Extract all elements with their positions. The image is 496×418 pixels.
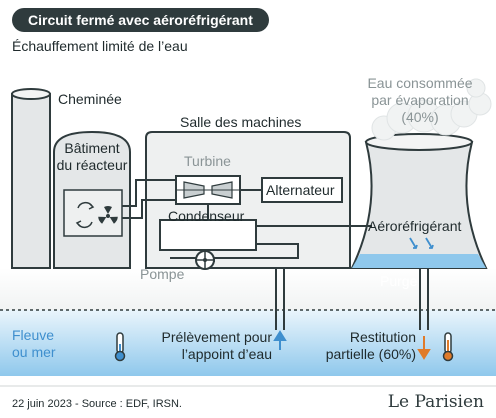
subtitle: Échauffement limité de l’eau [12,38,188,54]
ground [0,268,496,310]
pump-icon [195,250,215,270]
cooling-tower-label: Aéroréfrigérant [368,218,462,234]
thermometer-icon [442,332,454,362]
return-label-line1: Restitution [349,329,416,345]
steam-pipes [122,179,176,219]
reactor-building [53,130,131,269]
intake-label: Prélèvement pour l’appoint d’eau [126,329,272,363]
evaporation-label-pct: (40%) [401,109,439,125]
purge-arrows [409,237,434,249]
intake-label-line1: Prélèvement pour [161,329,272,345]
river-label-line2: ou mer [12,344,56,360]
alternator-box [261,177,343,203]
river-label: Fleuve ou mer [12,327,56,361]
alternator-label: Alternateur [266,182,335,198]
condenser-label: Condenseur [168,208,245,224]
turbine [175,175,241,205]
machine-room-label: Salle des machines [180,114,302,130]
radiation-icon [98,206,118,224]
river-water [0,310,496,376]
condenser [159,204,257,251]
reactor-label-line1: Bâtiment [64,140,120,156]
reactor-label-line2: du réacteur [56,157,128,173]
intake-label-line2: l’appoint d’eau [181,346,272,362]
evaporation-label-line2: par évaporation [371,92,469,108]
cooling-water-loop [170,225,372,262]
brand-logo: Le Parisien [387,392,484,412]
pump-label: Pompe [140,266,185,282]
return-label-line2: partielle (60%) [325,346,416,362]
reactor-label: Bâtiment du réacteur [52,140,132,174]
cooling-tower [350,133,488,269]
intake-pipe [275,268,285,330]
chimney-label: Cheminée [58,91,122,107]
purge-label: Purge [380,273,418,289]
chimney [11,88,51,269]
turbine-label: Turbine [184,153,231,169]
intake-arrow [273,330,287,350]
return-arrow [417,336,431,360]
river-label-line1: Fleuve [12,327,55,343]
fan-icon [75,202,95,228]
purge-pipe [419,268,429,330]
title-badge: Circuit fermé avec aéroréfrigérant [12,8,269,32]
evaporation-label: Eau consommée par évaporation (40%) [356,75,484,126]
tower-basin-water [352,254,486,268]
source-note: 22 juin 2023 - Source : EDF, IRSN. [12,398,182,410]
thermometer-icon [114,332,126,362]
steam-cloud-icon [371,78,492,141]
evaporation-label-line1: Eau consommée [367,75,473,91]
return-label: Restitution partielle (60%) [312,329,416,363]
